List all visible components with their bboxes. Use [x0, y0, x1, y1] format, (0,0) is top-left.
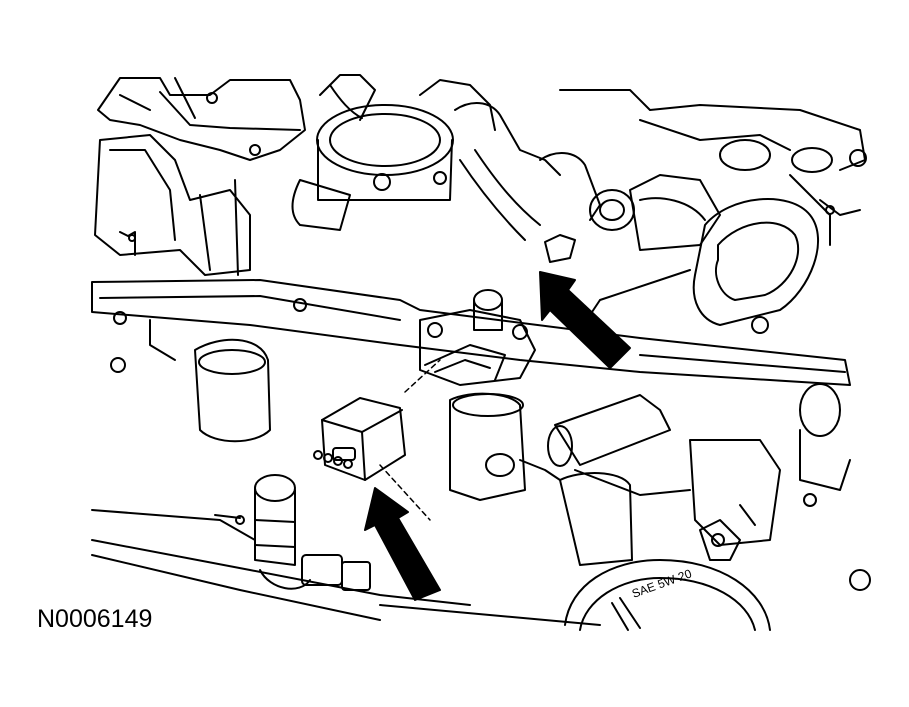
throttle-body [291, 74, 496, 231]
arrow-lower [364, 487, 441, 601]
right-upper-assembly [559, 89, 867, 246]
upper-bracket [97, 77, 306, 161]
fuel-rail [91, 279, 851, 386]
figure-id-label: N0006149 [37, 605, 153, 633]
left-housing [94, 134, 251, 276]
right-coils [559, 383, 871, 591]
arrow-upper [539, 271, 631, 369]
engine-line-art: SAE 5W-20 [91, 74, 871, 631]
left-coil [110, 319, 271, 443]
oil-filler-cap: SAE 5W-20 [564, 559, 771, 631]
leader-lines [379, 359, 441, 521]
bottom-injector [214, 474, 371, 591]
left-connector [313, 397, 406, 481]
middle-coil [449, 392, 561, 501]
sensor-block [419, 289, 536, 386]
oil-cap-text: SAE 5W-20 [630, 566, 694, 601]
crossover-hose [547, 394, 691, 496]
small-connector [699, 504, 756, 561]
intake-hoses [454, 102, 721, 263]
valve-cover-edge [91, 509, 601, 626]
